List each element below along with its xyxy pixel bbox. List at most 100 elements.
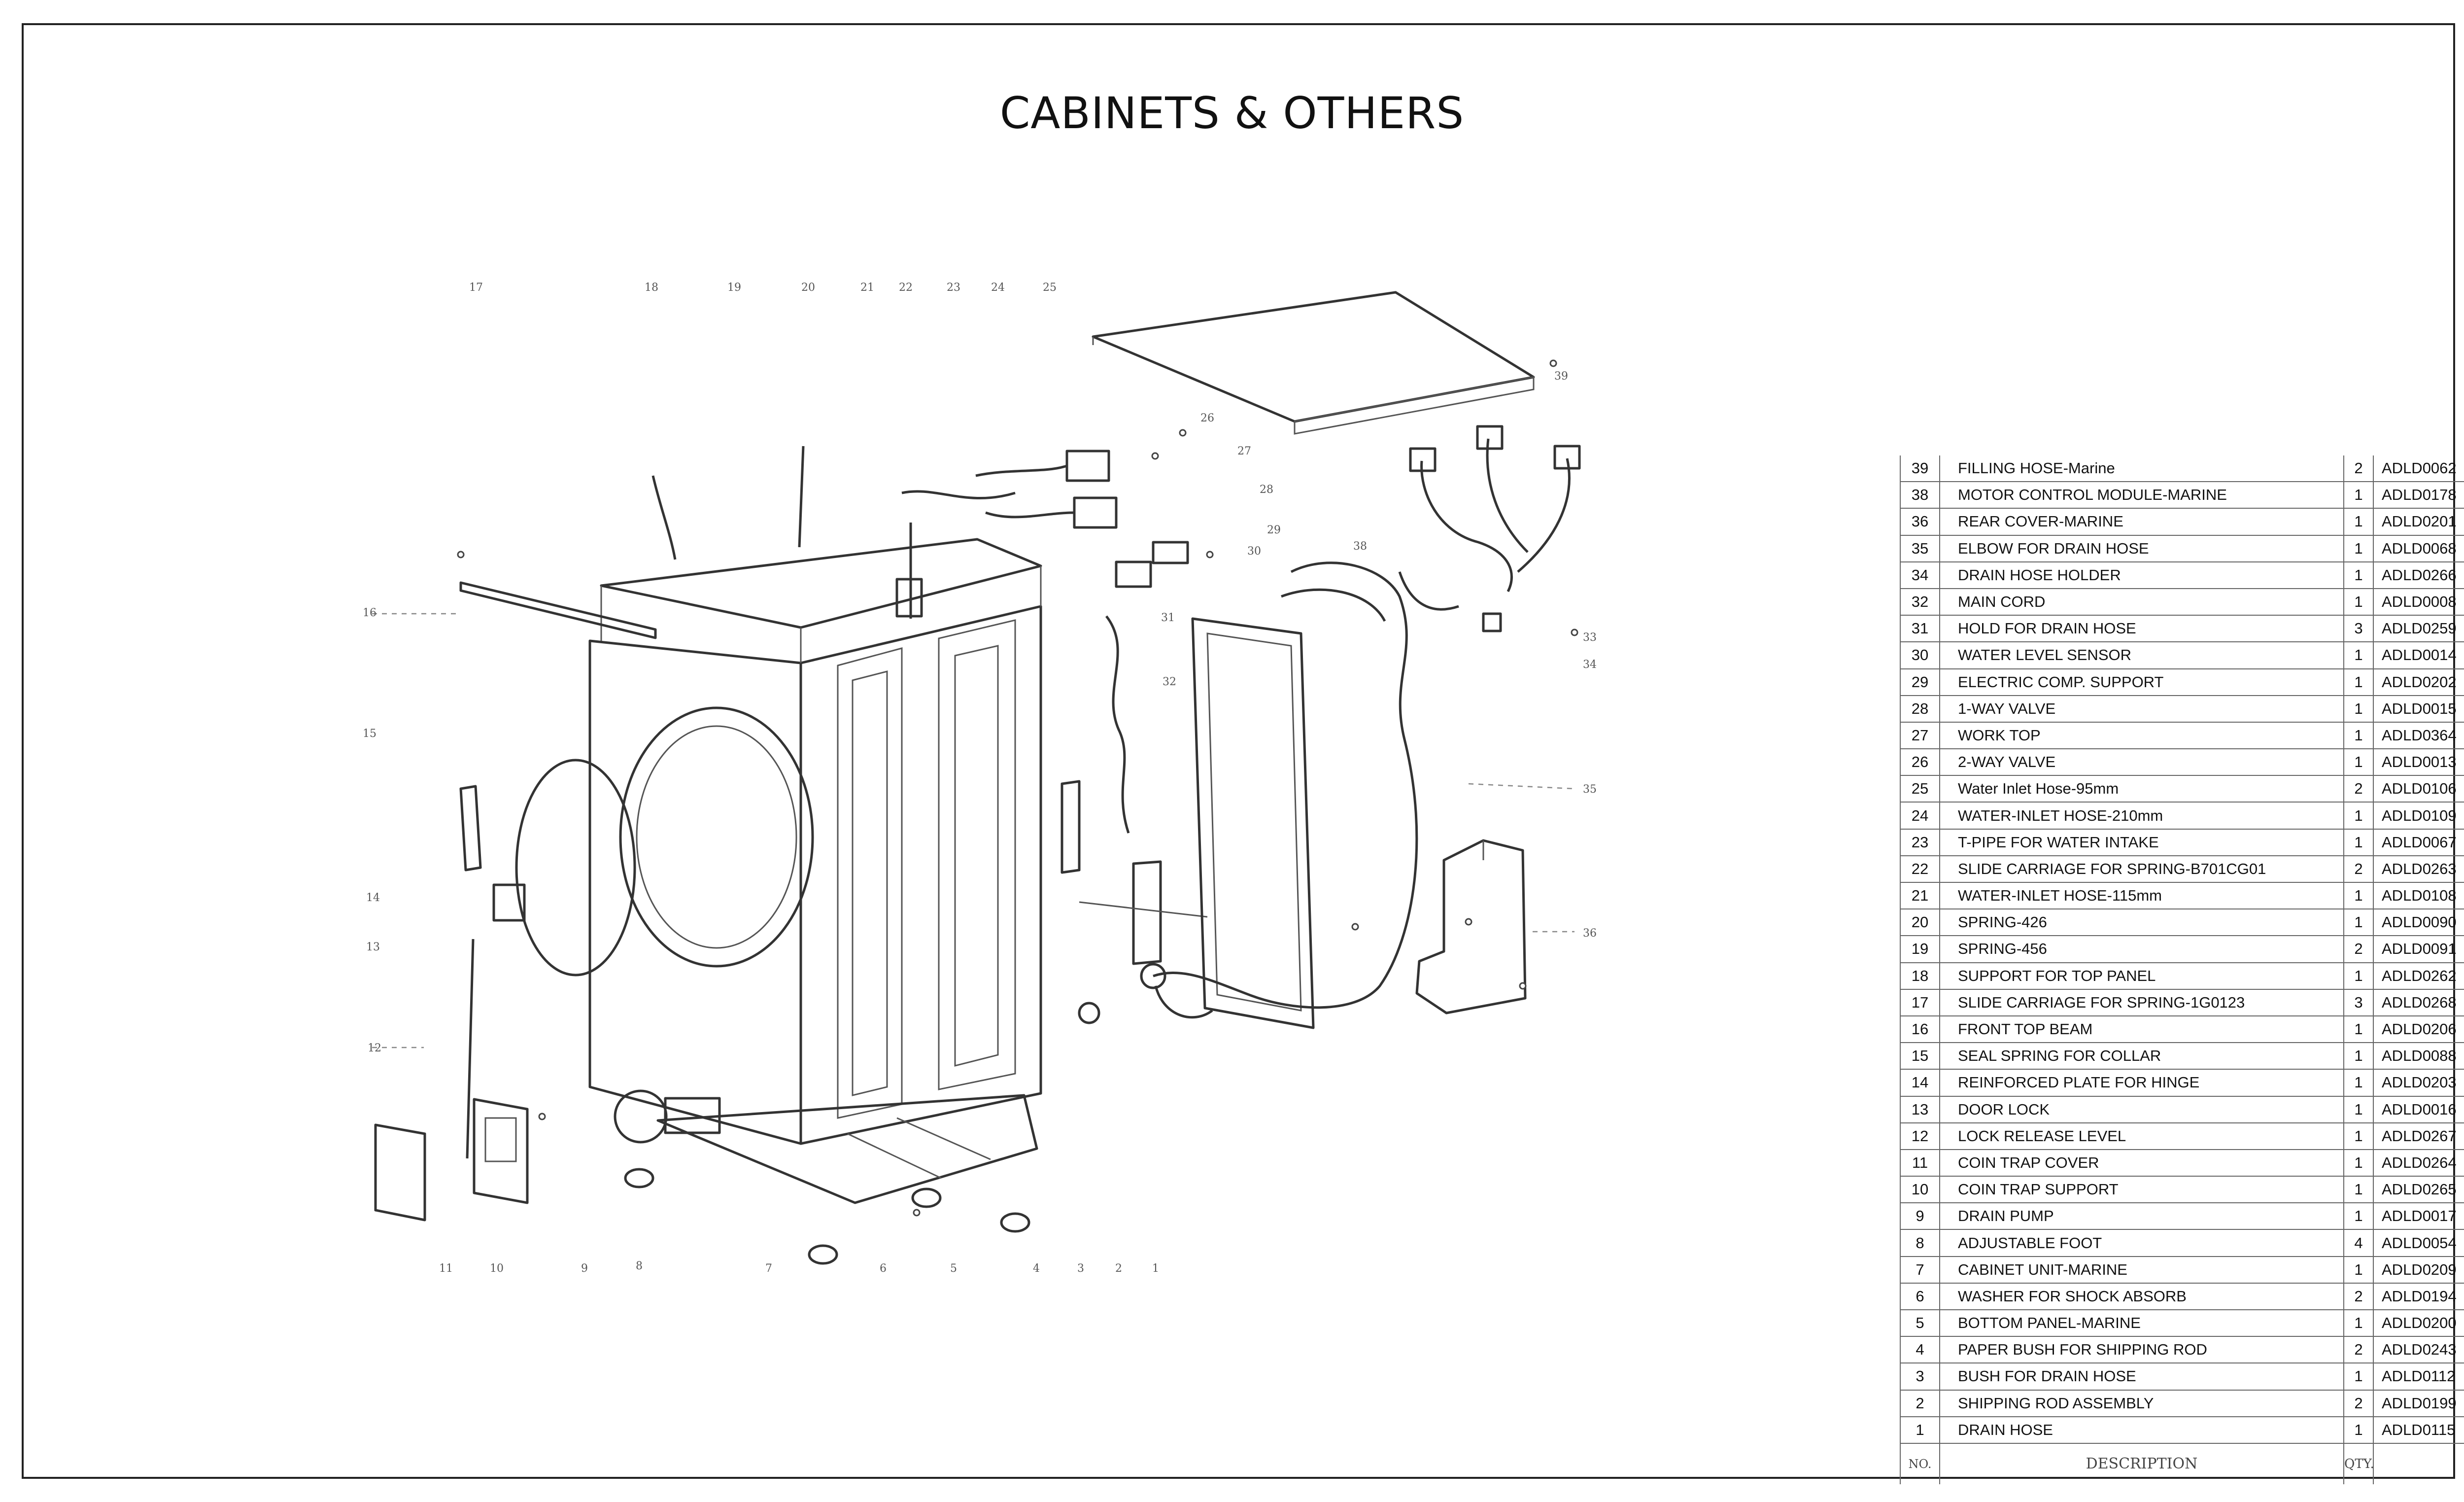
parts-cell-code: ADLD0014 <box>2373 642 2464 669</box>
callout-number: 29 <box>1267 524 1281 536</box>
parts-cell-description: LOCK RELEASE LEVEL <box>1940 1122 2344 1150</box>
parts-cell-description: SHIPPING ROD ASSEMBLY <box>1940 1390 2344 1417</box>
parts-cell-qty: 1 <box>2344 561 2374 589</box>
callout-number: 27 <box>1237 445 1251 457</box>
parts-cell-no: 23 <box>1900 829 1940 856</box>
callout-number: 6 <box>880 1262 887 1275</box>
callout-number: 12 <box>368 1042 381 1054</box>
parts-cell-code: ADLD0203 <box>2373 1069 2464 1097</box>
parts-cell-code: ADLD0243 <box>2373 1336 2464 1364</box>
callout-number: 38 <box>1353 540 1367 553</box>
parts-cell-description: DRAIN PUMP <box>1940 1203 2344 1230</box>
parts-cell-qty: 1 <box>2344 1176 2374 1204</box>
parts-cell-no: 5 <box>1900 1310 1940 1337</box>
parts-cell-qty: 2 <box>2344 1390 2374 1417</box>
parts-cell-qty: 1 <box>2344 588 2374 616</box>
parts-cell-description: COIN TRAP COVER <box>1940 1149 2344 1177</box>
filling-hose-a <box>1420 460 1513 593</box>
parts-cell-code: ADLD0054 <box>2373 1229 2464 1257</box>
parts-cell-qty: 2 <box>2344 1283 2374 1311</box>
parts-cell-qty: 2 <box>2344 855 2374 883</box>
parts-cell-code: ADLD0013 <box>2373 749 2464 776</box>
parts-cell-no: 22 <box>1900 855 1940 883</box>
parts-cell-no: 20 <box>1900 909 1940 937</box>
callout-number: 20 <box>801 281 815 294</box>
parts-cell-qty: 2 <box>2344 1336 2374 1364</box>
coin-trap-cover <box>374 1123 426 1222</box>
parts-cell-description: DOOR LOCK <box>1940 1096 2344 1123</box>
parts-cell-code: ADLD0115 <box>2373 1416 2464 1444</box>
parts-cell-code: ADLD0062 <box>2373 455 2464 483</box>
parts-cell-no: 26 <box>1900 749 1940 776</box>
callout-number: 10 <box>490 1262 504 1275</box>
parts-cell-qty: 3 <box>2344 615 2374 643</box>
parts-cell-code: ADLD0067 <box>2373 829 2464 856</box>
callout-number: 3 <box>1077 1262 1084 1275</box>
parts-cell-qty: 1 <box>2344 1015 2374 1044</box>
callout-number: 30 <box>1247 545 1261 558</box>
parts-cell-code: ADLD0106 <box>2373 775 2464 803</box>
parts-cell-code: ADLD0091 <box>2373 936 2464 963</box>
parts-cell-description: DRAIN HOSE <box>1940 1416 2344 1444</box>
parts-cell-code: ADLD0109 <box>2373 802 2464 830</box>
callout-number: 14 <box>366 892 380 904</box>
parts-cell-description: 2-WAY VALVE <box>1940 749 2344 776</box>
parts-cell-code: ADLD0112 <box>2373 1363 2464 1391</box>
door-lock <box>492 883 526 922</box>
parts-cell-description: BUSH FOR DRAIN HOSE <box>1940 1363 2344 1391</box>
parts-cell-no: 30 <box>1900 642 1940 669</box>
parts-cell-qty: 3 <box>2344 989 2374 1016</box>
parts-cell-description: COIN TRAP SUPPORT <box>1940 1176 2344 1204</box>
parts-cell-qty: 1 <box>2344 1310 2374 1337</box>
callout-number: 2 <box>1115 1262 1122 1275</box>
parts-cell-description: CABINET UNIT-MARINE <box>1940 1256 2344 1284</box>
callout-number: 13 <box>366 941 380 953</box>
bottom-panel <box>656 1094 1038 1204</box>
parts-cell-description: SPRING-426 <box>1940 909 2344 937</box>
parts-cell-code: ADLD0108 <box>2373 882 2464 910</box>
parts-cell-description: 1-WAY VALVE <box>1940 695 2344 723</box>
parts-cell-description: SPRING-456 <box>1940 936 2344 963</box>
parts-cell-no: 16 <box>1900 1015 1940 1044</box>
parts-cell-code: ADLD0017 <box>2373 1203 2464 1230</box>
callout-number: 33 <box>1583 631 1597 644</box>
callout-number: 36 <box>1583 927 1597 940</box>
parts-cell-qty: 1 <box>2344 802 2374 830</box>
parts-cell-no: 15 <box>1900 1043 1940 1070</box>
callout-number: 22 <box>899 281 913 294</box>
parts-cell-description: WASHER FOR SHOCK ABSORB <box>1940 1283 2344 1311</box>
drain-pump <box>614 1089 668 1144</box>
parts-cell-no: 25 <box>1900 775 1940 803</box>
parts-cell-no: 17 <box>1900 989 1940 1016</box>
parts-cell-qty: 1 <box>2344 695 2374 723</box>
callout-number: 7 <box>765 1262 772 1275</box>
parts-cell-qty: 1 <box>2344 1043 2374 1070</box>
parts-cell-description: REAR COVER-MARINE <box>1940 508 2344 536</box>
callout-number: 1 <box>1152 1262 1159 1275</box>
parts-cell-qty: 1 <box>2344 1069 2374 1097</box>
page-title: CABINETS & OTHERS <box>999 88 1465 139</box>
parts-cell-qty: 1 <box>2344 668 2374 696</box>
parts-cell-qty: 1 <box>2344 1096 2374 1123</box>
rear-cover <box>1191 617 1315 1029</box>
callout-number: 32 <box>1163 676 1176 688</box>
callout-number: 31 <box>1161 612 1175 624</box>
parts-cell-qty: 2 <box>2344 455 2374 483</box>
header-cell-code <box>2373 1443 2464 1484</box>
parts-cell-qty: 1 <box>2344 535 2374 562</box>
parts-cell-no: 24 <box>1900 802 1940 830</box>
header-cell-qty: QTY. <box>2344 1443 2374 1484</box>
